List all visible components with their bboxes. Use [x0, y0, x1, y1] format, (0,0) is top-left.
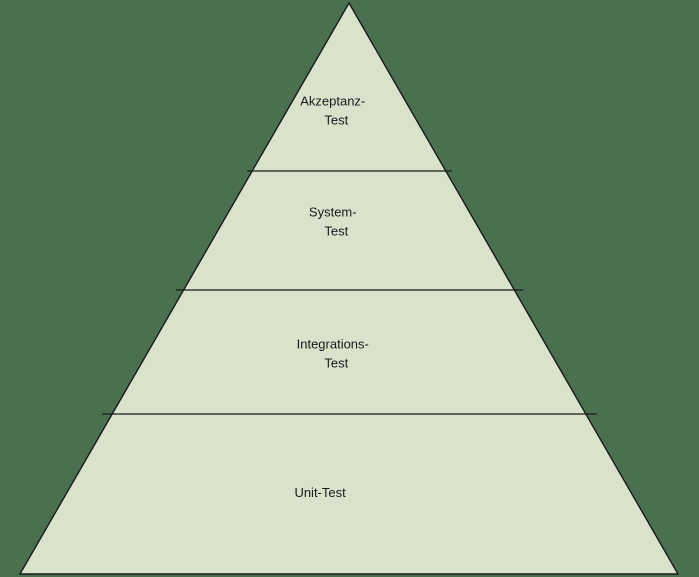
- tier-label-system-test: System- Test: [309, 205, 389, 239]
- svg-text:System- Test: System- Test: [309, 205, 389, 239]
- tier-label-line1: Akzeptanz-: [300, 94, 365, 109]
- tier-label-line1: Integrations-: [297, 337, 369, 352]
- svg-text:Unit-Test: Unit-Test: [294, 485, 403, 500]
- tier-label-line2: Test: [324, 113, 348, 128]
- tier-label-line1: System-: [309, 205, 357, 220]
- tier-label-line2: Test: [324, 224, 348, 239]
- tier-label-integrations-test: Integrations- Test: [297, 337, 402, 371]
- tier-label-akzeptanz-test: Akzeptanz- Test: [300, 94, 398, 128]
- tier-label-line2: Test: [324, 356, 348, 371]
- svg-text:Integrations- Test: Integrations- Test: [297, 337, 402, 371]
- pyramid-shape: [18, 1, 680, 575]
- tier-label-unit-test: Unit-Test: [294, 485, 403, 500]
- svg-text:Akzeptanz- Test: Akzeptanz- Test: [300, 94, 398, 128]
- tier-label-line1: Unit-Test: [294, 485, 346, 500]
